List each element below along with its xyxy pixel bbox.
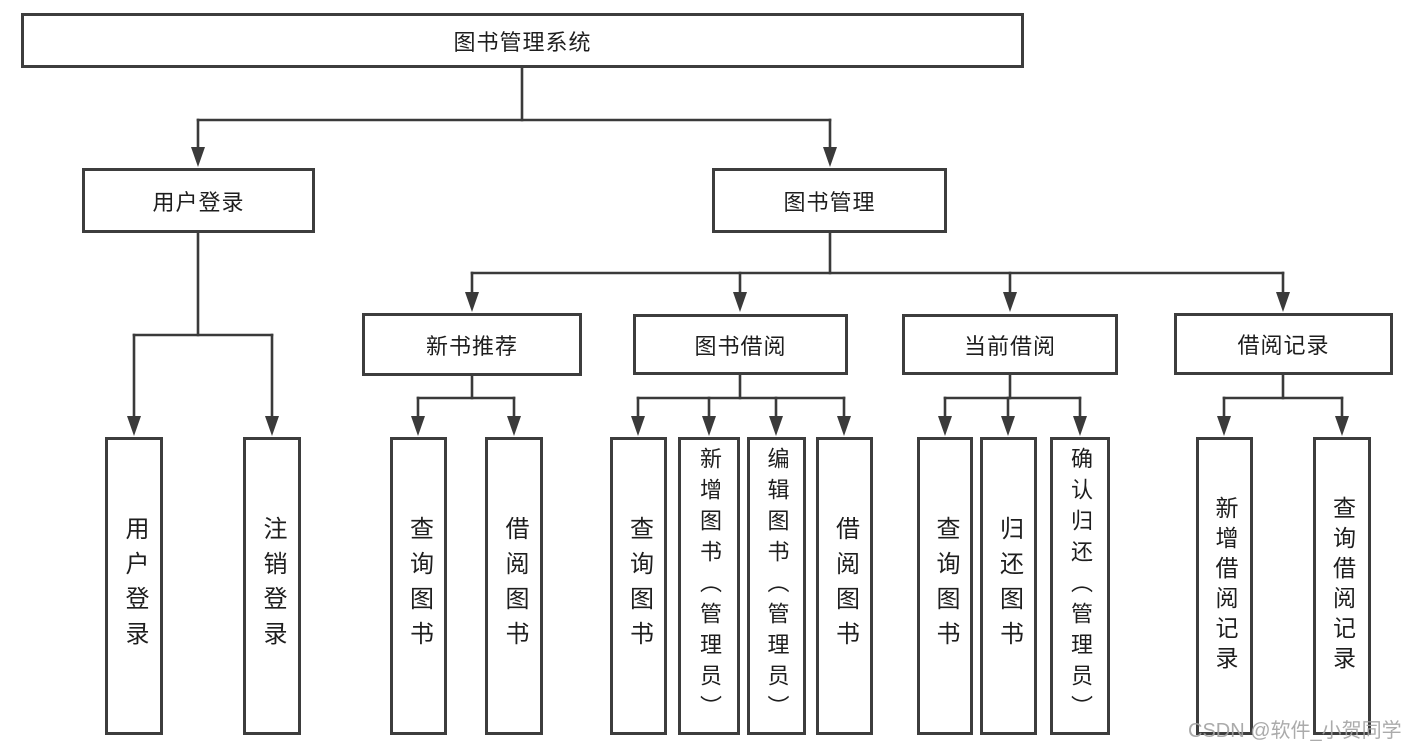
- leaf-edit-book-admin: 编辑图书（管理员）: [747, 437, 806, 735]
- leaf-user-login-label: 用户登录: [121, 516, 148, 656]
- node-current-borrow: 当前借阅: [902, 314, 1118, 375]
- node-new-book-rec: 新书推荐: [362, 313, 582, 376]
- node-book-mgmt: 图书管理: [712, 168, 947, 233]
- leaf-return-book: 归还图书: [980, 437, 1037, 735]
- csdn-watermark: CSDN @软件_小贺同学: [1188, 720, 1402, 742]
- leaf-user-login: 用户登录: [105, 437, 163, 735]
- node-root: 图书管理系统: [21, 13, 1024, 68]
- leaf-rec-query-books: 查询图书: [390, 437, 447, 735]
- node-root-label: 图书管理系统: [453, 29, 592, 55]
- leaf-rec-borrow-books: 借阅图书: [485, 437, 543, 735]
- leaf-rec-borrow-books-label: 借阅图书: [501, 516, 528, 656]
- node-user-login: 用户登录: [82, 168, 315, 233]
- leaf-logout-label: 注销登录: [259, 516, 286, 656]
- leaf-confirm-return-admin: 确认归还（管理员）: [1050, 437, 1110, 735]
- leaf-current-query-books-label: 查询图书: [932, 516, 959, 656]
- leaf-add-book-admin-label: 新增图书（管理员）: [697, 446, 722, 726]
- leaf-return-book-label: 归还图书: [995, 516, 1023, 656]
- leaf-add-borrow-record: 新增借阅记录: [1196, 437, 1253, 735]
- leaf-logout: 注销登录: [243, 437, 301, 735]
- leaf-edit-book-admin-label: 编辑图书（管理员）: [764, 446, 790, 726]
- node-borrow-records: 借阅记录: [1174, 313, 1393, 375]
- node-borrow-records-label: 借阅记录: [1237, 333, 1330, 358]
- leaf-query-borrow-record-label: 查询借阅记录: [1329, 496, 1356, 676]
- node-user-login-label: 用户登录: [152, 189, 245, 215]
- node-current-borrow-label: 当前借阅: [963, 333, 1056, 359]
- leaf-add-book-admin: 新增图书（管理员）: [678, 437, 740, 735]
- node-new-book-rec-label: 新书推荐: [425, 333, 518, 359]
- node-book-borrow-label: 图书借阅: [694, 333, 787, 359]
- node-book-mgmt-label: 图书管理: [783, 189, 876, 215]
- leaf-rec-query-books-label: 查询图书: [405, 516, 433, 656]
- leaf-current-query-books: 查询图书: [917, 437, 973, 735]
- node-book-borrow: 图书借阅: [633, 314, 848, 375]
- leaf-confirm-return-admin-label: 确认归还（管理员）: [1068, 446, 1093, 726]
- leaf-borrow-book-label: 借阅图书: [831, 516, 859, 656]
- leaf-borrow-book: 借阅图书: [816, 437, 873, 735]
- leaf-borrow-query-books: 查询图书: [610, 437, 667, 735]
- leaf-borrow-query-books-label: 查询图书: [625, 516, 653, 656]
- leaf-query-borrow-record: 查询借阅记录: [1313, 437, 1371, 735]
- leaf-add-borrow-record-label: 新增借阅记录: [1212, 496, 1238, 676]
